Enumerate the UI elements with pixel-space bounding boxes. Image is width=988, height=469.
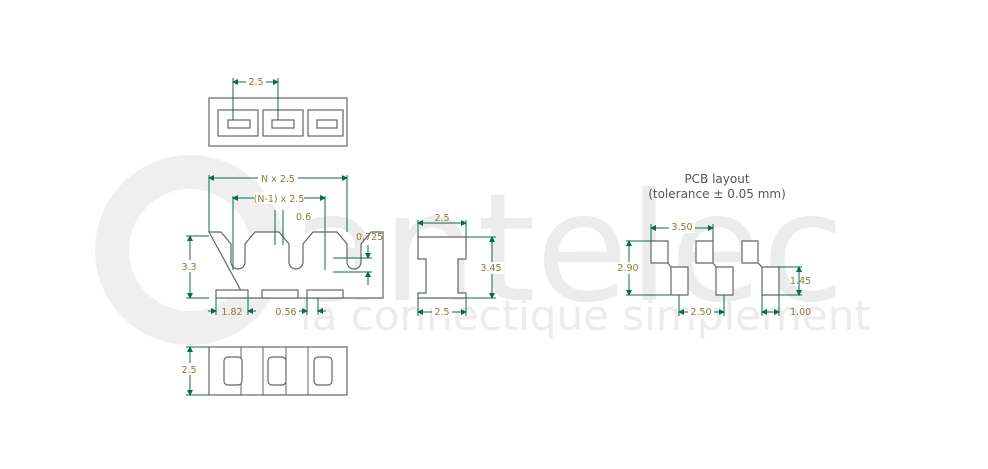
dim-gap: 0.56 xyxy=(275,307,296,318)
watermark-tagline: la connectique simplement xyxy=(300,291,871,340)
dim-height: 3.3 xyxy=(181,262,196,273)
dim-inner-width: (N-1) x 2.5 xyxy=(254,194,305,205)
dim-pitch: 2.5 xyxy=(248,77,263,88)
pcb-layout: PCB layout (tolerance ± 0.05 mm) 3.50 2.… xyxy=(616,172,811,318)
dim-side-bottom: 2.5 xyxy=(434,307,449,318)
front-view: N x 2.5 (N-1) x 2.5 0.6 0.725 3.3 1.82 0… xyxy=(181,172,384,318)
dim-pcb-pad-width: 1.00 xyxy=(790,307,811,318)
dim-pcb-spacing: 2.50 xyxy=(690,307,711,318)
dim-pad-width: 1.82 xyxy=(221,307,242,318)
pcb-title: PCB layout xyxy=(684,172,749,186)
dim-side-height: 3.45 xyxy=(480,263,501,274)
dim-pcb-height: 2.90 xyxy=(617,263,638,274)
dim-depth: 2.5 xyxy=(181,365,196,376)
dim-side-top: 2.5 xyxy=(434,213,449,224)
dim-total-width: N x 2.5 xyxy=(261,174,295,185)
dim-slot: 0.6 xyxy=(296,212,311,223)
top-view: 2.5 xyxy=(208,76,348,147)
dim-pcb-pad-height: 1.45 xyxy=(790,276,811,287)
dim-offset: 0.725 xyxy=(356,232,383,243)
pcb-subtitle: (tolerance ± 0.05 mm) xyxy=(648,187,786,201)
dim-pcb-pitch: 3.50 xyxy=(671,222,692,233)
side-view: 2.5 3.45 2.5 xyxy=(417,213,504,318)
bottom-view: 2.5 xyxy=(181,346,348,396)
